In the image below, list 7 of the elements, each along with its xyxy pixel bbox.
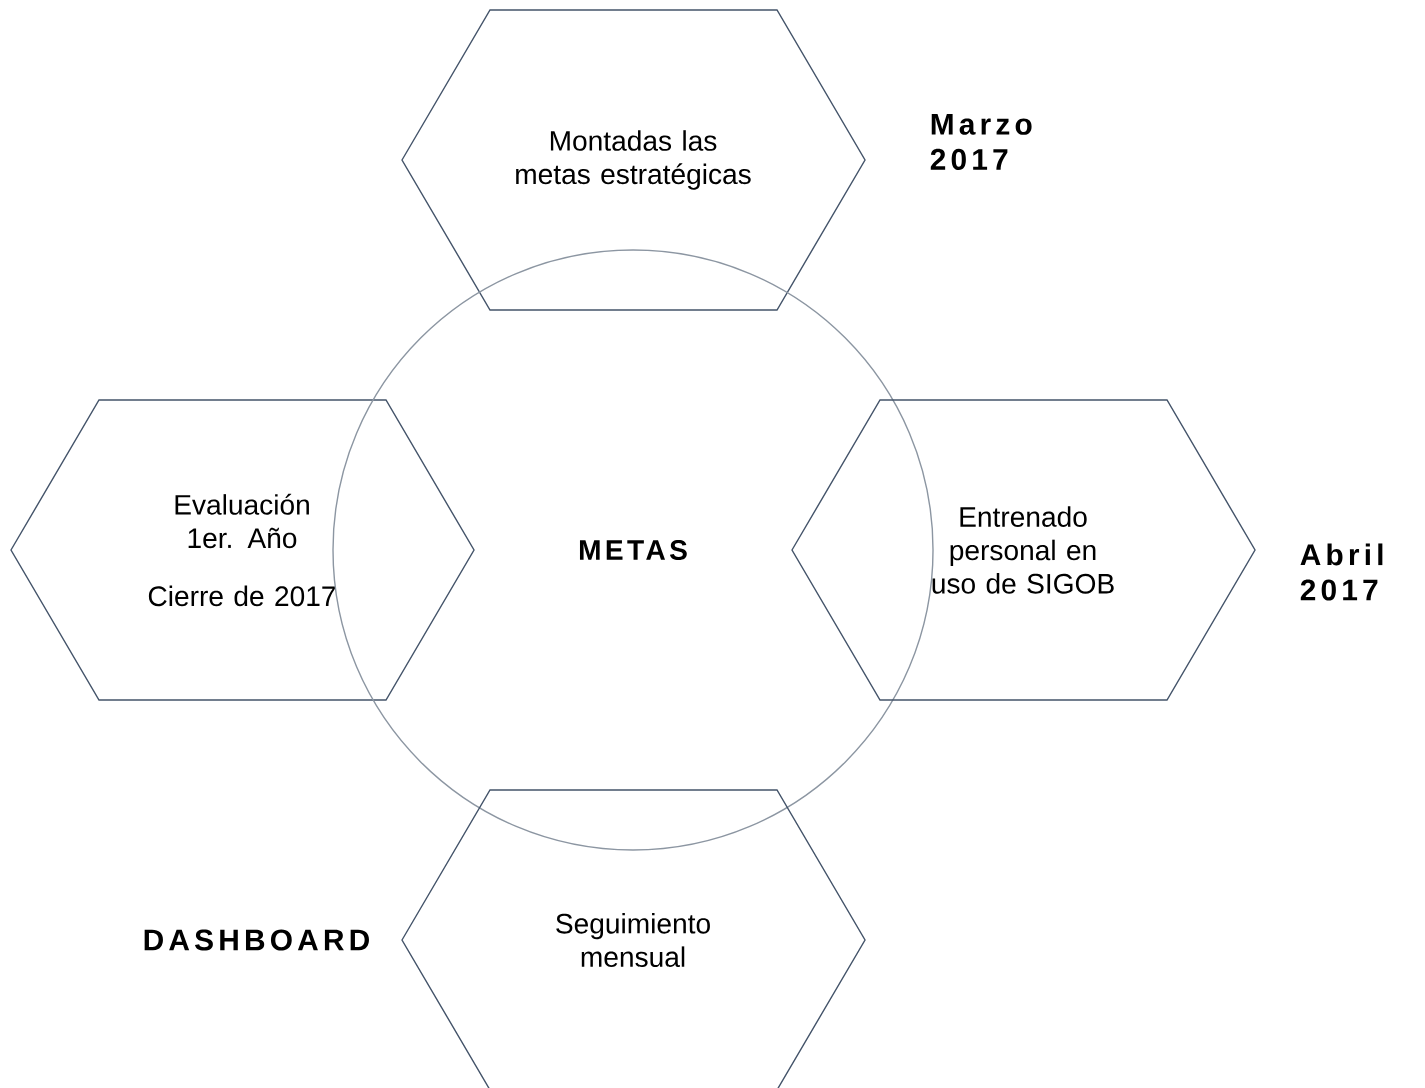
hexagon-node: Seguimiento mensual (401, 789, 866, 1088)
hexagon-node: Evaluación 1er. Año Cierre de 2017 (10, 399, 475, 701)
hexagon-node: Entrenado personal en uso de SIGOB (791, 399, 1256, 701)
hexagon-node: Montadas las metas estratégicas (401, 9, 866, 311)
side-label: DASHBOARD (144, 929, 369, 951)
date-label: Abril 2017 (1300, 543, 1383, 601)
date-label: Marzo 2017 (930, 114, 1032, 170)
